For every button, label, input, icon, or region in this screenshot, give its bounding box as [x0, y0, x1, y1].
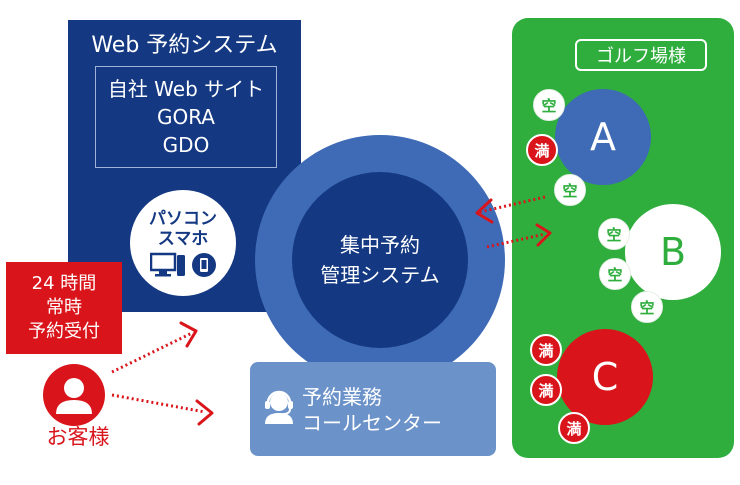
smartphone-icon — [192, 252, 216, 277]
availability-badge-a-3: 空 — [554, 174, 586, 206]
note-line-24h: 24 時間 — [31, 273, 97, 294]
availability-badge-b-2: 空 — [599, 258, 631, 290]
24h-booking-note: 24 時間 常時 予約受付 — [6, 262, 122, 354]
availability-badge-b-3: 空 — [631, 291, 663, 323]
arrow-central-to-golf-line — [486, 232, 546, 249]
arrow-customer-to-callcenter-head — [195, 399, 214, 426]
central-system-label-line1: 集中予約 — [340, 233, 420, 257]
devices-label: パソコン スマホ — [149, 209, 217, 249]
call-center-label-line2: コールセンター — [302, 411, 442, 435]
call-center-label: 予約業務 コールセンター — [302, 380, 492, 440]
desktop-pc-icon — [150, 252, 185, 276]
site-gdo: GDO — [162, 133, 210, 157]
availability-badge-a-2: 満 — [526, 134, 558, 166]
arrow-customer-to-web-line — [111, 331, 193, 374]
golf-course-b: B — [625, 204, 721, 300]
headset-operator-icon — [265, 390, 293, 424]
devices-label-smartphone: スマホ — [157, 228, 209, 249]
central-system-label-line2: 管理システム — [320, 263, 440, 287]
call-center-label-line1: 予約業務 — [302, 385, 382, 409]
web-booking-system-title: Web 予約システム — [91, 33, 278, 58]
arrow-golf-to-central-line — [479, 195, 546, 214]
availability-badge-a-1: 空 — [533, 89, 565, 121]
customer-label: お客様 — [46, 425, 110, 449]
availability-badge-c-1: 満 — [530, 334, 562, 366]
booking-sites-box: 自社 Web サイト GORA GDO — [95, 66, 277, 168]
note-line-booking: 予約受付 — [28, 321, 100, 342]
availability-badge-c-3: 満 — [558, 412, 590, 444]
arrow-golf-to-central-head — [475, 198, 494, 224]
availability-badge-c-2: 満 — [530, 374, 562, 406]
arrow-customer-to-callcenter-line — [111, 393, 206, 414]
arrow-central-to-golf-head — [535, 223, 552, 247]
customer-person-icon — [43, 364, 105, 426]
site-own-website: 自社 Web サイト — [107, 77, 265, 101]
golf-course-c: C — [557, 329, 653, 425]
central-booking-system: 集中予約 管理システム — [292, 172, 468, 348]
devices-circle: パソコン スマホ — [130, 190, 236, 296]
note-line-always: 常時 — [46, 297, 82, 318]
devices-label-pc: パソコン — [149, 208, 217, 229]
availability-badge-b-1: 空 — [598, 218, 630, 250]
golf-courses-title: ゴルフ場様 — [575, 39, 707, 71]
arrow-customer-to-web-head — [179, 321, 198, 348]
golf-course-a: A — [555, 89, 651, 185]
site-gora: GORA — [156, 105, 215, 129]
